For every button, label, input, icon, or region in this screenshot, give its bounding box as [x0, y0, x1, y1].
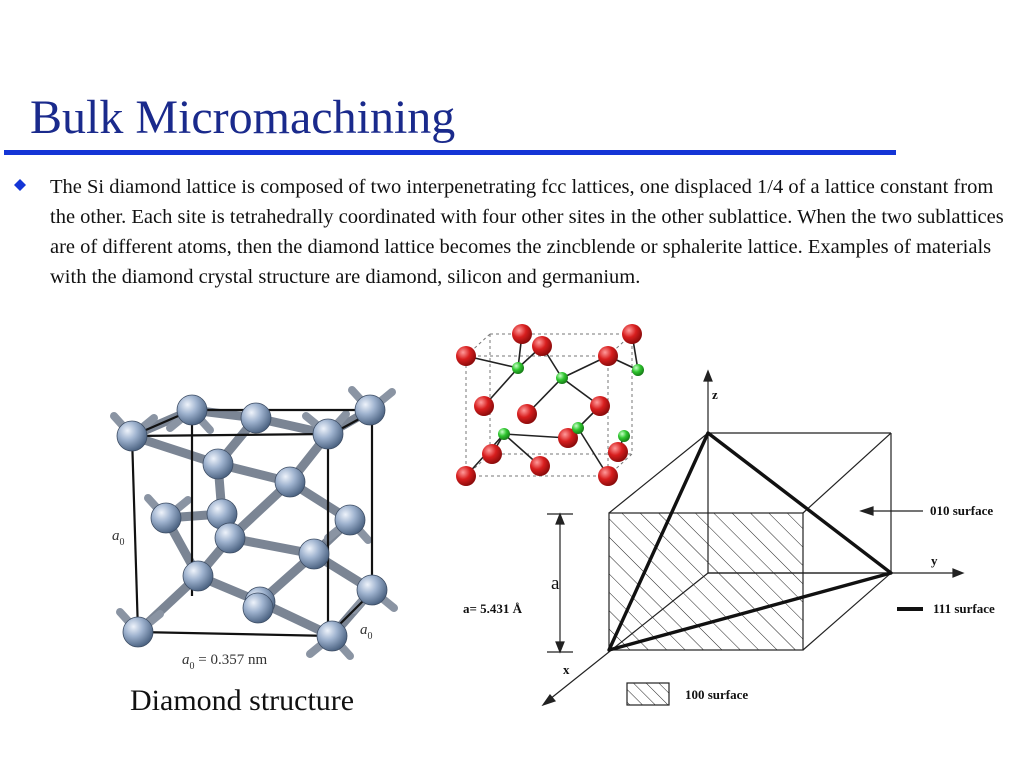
red-atom: [456, 466, 476, 486]
crystal-plane-figure: z y x a a= 5.431 Å 010 surface 111 surfa…: [463, 369, 995, 707]
si-atom: [334, 504, 366, 536]
si-atom: [312, 418, 344, 450]
red-atom: [598, 346, 618, 366]
si-atom: [298, 538, 330, 570]
si-atom: [202, 448, 234, 480]
si-atom: [274, 466, 306, 498]
surface-100-label: 100 surface: [685, 687, 748, 702]
red-atom: [530, 456, 550, 476]
si-atom: [122, 616, 154, 648]
y-axis-label: y: [931, 553, 938, 568]
zinc-atoms: [456, 324, 644, 486]
zinc-bond: [503, 433, 569, 439]
green-atom: [572, 422, 584, 434]
red-atom: [517, 404, 537, 424]
red-atom: [474, 396, 494, 416]
slide-title: Bulk Micromachining: [30, 91, 456, 144]
red-atom: [532, 336, 552, 356]
green-atom: [618, 430, 630, 442]
lattice-label-left: a0: [112, 528, 125, 548]
red-atom: [512, 324, 532, 344]
surface-010-label: 010 surface: [930, 503, 993, 518]
red-atom: [482, 444, 502, 464]
surface-010-arrow: [859, 506, 923, 516]
surface-111-plane: [607, 431, 893, 652]
green-atom: [556, 372, 568, 384]
red-atom: [608, 442, 628, 462]
si-atom: [116, 420, 148, 452]
diamond-bullet-icon: [14, 179, 26, 191]
lattice-edge: [137, 630, 333, 638]
lattice-dimension: [547, 512, 573, 654]
diamond-lattice-figure: a0 a0 a0 = 0.357 nm: [110, 386, 398, 672]
edge-label-a: a: [551, 573, 560, 594]
red-atom: [590, 396, 610, 416]
zinc-cube-edges: [465, 333, 633, 477]
red-atom: [456, 346, 476, 366]
green-atom: [512, 362, 524, 374]
red-atom: [558, 428, 578, 448]
lattice-edge: [131, 432, 329, 438]
si-atom: [182, 560, 214, 592]
title-underline: [4, 150, 896, 155]
si-atom: [240, 402, 272, 434]
x-axis-label: x: [563, 662, 570, 677]
si-atom: [242, 592, 274, 624]
lattice-label-right: a0: [360, 622, 373, 642]
figure-caption: Diamond structure: [130, 684, 355, 717]
bullet-text: The Si diamond lattice is composed of tw…: [50, 176, 1004, 288]
lattice-edge: [130, 435, 140, 633]
surface-111-label: 111 surface: [933, 601, 995, 616]
red-atom: [622, 324, 642, 344]
axes: [541, 369, 965, 707]
green-atom: [498, 428, 510, 440]
si-atom: [354, 394, 386, 426]
lattice-constant-label: a= 5.431 Å: [463, 601, 523, 616]
red-atom: [598, 466, 618, 486]
lattice-constant-value: a0 = 0.357 nm: [182, 652, 267, 672]
z-axis-label: z: [712, 387, 718, 402]
bullet-item: The Si diamond lattice is composed of tw…: [14, 172, 1014, 292]
zincblende-lattice-figure: [456, 324, 644, 486]
diamond-atoms: [116, 394, 388, 652]
si-atom: [176, 394, 208, 426]
si-atom: [316, 620, 348, 652]
cube-edges: [608, 432, 892, 651]
si-atom: [214, 522, 246, 554]
surface-100-legend-box: [626, 682, 670, 706]
si-atom: [356, 574, 388, 606]
green-atom: [632, 364, 644, 376]
si-atom: [150, 502, 182, 534]
